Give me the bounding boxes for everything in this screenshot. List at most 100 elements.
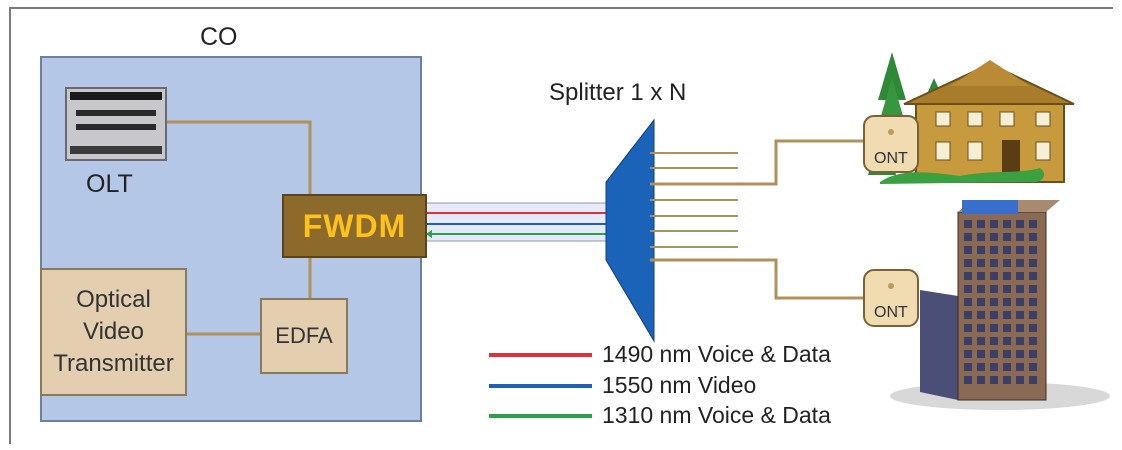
building-window <box>977 272 985 280</box>
trunk-fiber <box>426 203 614 241</box>
building-window <box>1003 246 1011 254</box>
transmitter-label-line1: Optical <box>53 284 173 316</box>
building-window <box>1016 324 1024 332</box>
olt-icon <box>66 88 166 160</box>
optical-video-transmitter-box: Optical Video Transmitter <box>40 268 187 396</box>
building-window <box>964 376 972 384</box>
legend-label-1550: 1550 nm Video <box>602 372 756 399</box>
building-window <box>1003 311 1011 319</box>
transmitter-label-line3: Transmitter <box>53 348 173 380</box>
building-window <box>1016 233 1024 241</box>
building-window <box>977 246 985 254</box>
building-window <box>977 376 985 384</box>
building-window <box>964 324 972 332</box>
legend-label-1310: 1310 nm Voice & Data <box>602 402 831 429</box>
building-window <box>977 350 985 358</box>
building-window <box>1029 246 1037 254</box>
building-window <box>1029 337 1037 345</box>
edfa-label: EDFA <box>275 323 332 349</box>
building-window <box>977 311 985 319</box>
building-window <box>990 259 998 267</box>
building-window <box>964 272 972 280</box>
building-window <box>1003 376 1011 384</box>
ont-label-building: ONT <box>874 304 908 322</box>
distribution-lines <box>650 141 864 298</box>
building-window <box>1016 363 1024 371</box>
office-building-icon <box>890 200 1110 410</box>
olt-fwdm-link <box>166 122 310 196</box>
building-window <box>1016 298 1024 306</box>
building-window <box>1029 324 1037 332</box>
building-window <box>990 350 998 358</box>
edfa-box: EDFA <box>260 298 348 374</box>
building-window <box>1016 285 1024 293</box>
building-window <box>1029 285 1037 293</box>
building-window <box>964 311 972 319</box>
splitter-shape <box>606 120 654 341</box>
building-window <box>1016 259 1024 267</box>
building-window <box>977 220 985 228</box>
building-window <box>1016 220 1024 228</box>
building-window <box>977 233 985 241</box>
building-window <box>1003 233 1011 241</box>
splitter-label: Splitter 1 x N <box>549 79 686 107</box>
fwdm-label: FWDM <box>303 208 407 245</box>
building-window <box>977 298 985 306</box>
building-window <box>1029 272 1037 280</box>
building-window <box>1003 298 1011 306</box>
building-window <box>1016 272 1024 280</box>
building-window <box>1003 337 1011 345</box>
building-window <box>964 298 972 306</box>
transmitter-label-line2: Video <box>53 316 173 348</box>
building-window <box>1029 220 1037 228</box>
co-label: CO <box>200 23 238 52</box>
building-window <box>990 376 998 384</box>
building-window <box>977 363 985 371</box>
building-window <box>1003 272 1011 280</box>
splitter-output-lines <box>650 153 738 247</box>
building-window <box>1003 220 1011 228</box>
building-window <box>1029 311 1037 319</box>
building-window <box>1029 363 1037 371</box>
building-window <box>1029 298 1037 306</box>
building-window <box>964 246 972 254</box>
building-window <box>1016 337 1024 345</box>
building-window <box>964 285 972 293</box>
distribution-to-house <box>650 141 864 184</box>
building-window <box>964 363 972 371</box>
building-window <box>990 272 998 280</box>
building-window <box>1003 259 1011 267</box>
building-window <box>990 246 998 254</box>
building-window <box>990 233 998 241</box>
building-window <box>1016 311 1024 319</box>
building-window <box>990 298 998 306</box>
building-window <box>990 220 998 228</box>
building-window <box>964 259 972 267</box>
building-window <box>990 285 998 293</box>
building-window <box>964 220 972 228</box>
building-window <box>990 311 998 319</box>
building-window <box>964 350 972 358</box>
legend-label-1490: 1490 nm Voice & Data <box>602 341 831 368</box>
building-window <box>990 324 998 332</box>
fwdm-box: FWDM <box>282 194 427 258</box>
building-window <box>1029 259 1037 267</box>
building-window <box>1016 246 1024 254</box>
building-window <box>1029 233 1037 241</box>
building-window <box>1003 285 1011 293</box>
building-window <box>977 324 985 332</box>
building-window <box>1016 376 1024 384</box>
building-window <box>1003 324 1011 332</box>
ont-label-house: ONT <box>874 150 908 168</box>
building-window <box>964 337 972 345</box>
building-window <box>977 285 985 293</box>
building-window <box>990 337 998 345</box>
building-window <box>1029 376 1037 384</box>
building-window <box>990 363 998 371</box>
building-window <box>977 259 985 267</box>
legend-lines <box>489 355 592 416</box>
distribution-to-building <box>650 260 864 298</box>
building-window <box>977 337 985 345</box>
building-window <box>1003 363 1011 371</box>
building-window <box>964 233 972 241</box>
